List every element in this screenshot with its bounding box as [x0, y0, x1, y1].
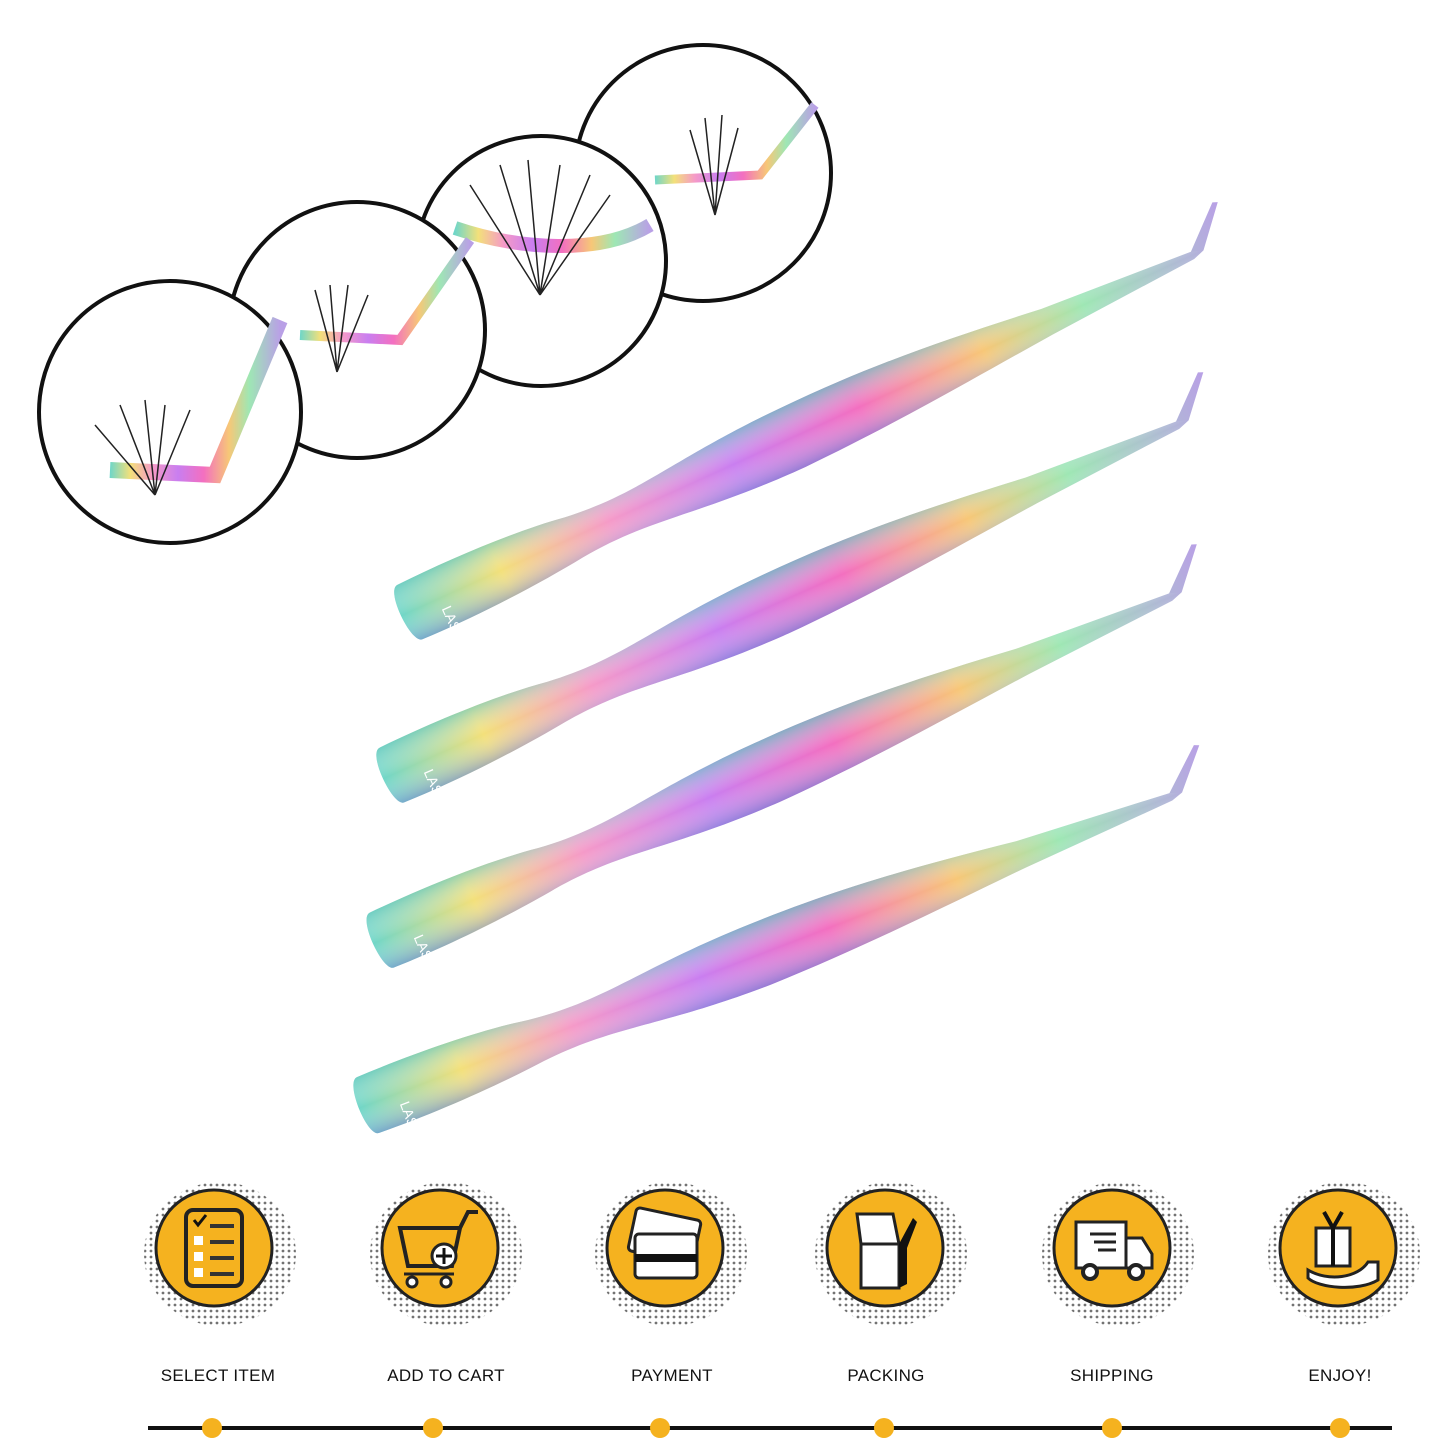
step-1-badge: [144, 1182, 296, 1326]
timeline-dot-1: [202, 1418, 222, 1438]
step-3-badge: [595, 1182, 747, 1326]
timeline-dot-5: [1102, 1418, 1122, 1438]
step-label-5: SHIPPING: [1070, 1366, 1154, 1385]
step-5-badge: [1042, 1182, 1194, 1326]
step-4-badge: [815, 1182, 967, 1326]
truck-icon: [1074, 1220, 1154, 1281]
detail-circle-1: [37, 279, 303, 545]
timeline-dot-4: [874, 1418, 894, 1438]
gift-hand-icon: [1306, 1211, 1380, 1289]
tweezer-4: LASH: [344, 743, 1225, 1139]
checklist-icon: [184, 1208, 244, 1288]
cart-add-icon: [397, 1210, 478, 1289]
step-label-3: PAYMENT: [631, 1366, 713, 1385]
step-label-2: ADD TO CART: [387, 1366, 505, 1385]
timeline-dot-3: [650, 1418, 670, 1438]
timeline-dot-2: [423, 1418, 443, 1438]
step-label-1: SELECT ITEM: [160, 1366, 276, 1385]
box-icon: [855, 1212, 917, 1290]
step-label-4: PACKING: [847, 1366, 925, 1385]
step-6-badge: [1268, 1182, 1420, 1326]
credit-card-icon: [626, 1206, 703, 1280]
step-label-6: ENJOY!: [1308, 1366, 1372, 1385]
step-2-badge: [370, 1182, 522, 1326]
timeline-dot-6: [1330, 1418, 1350, 1438]
